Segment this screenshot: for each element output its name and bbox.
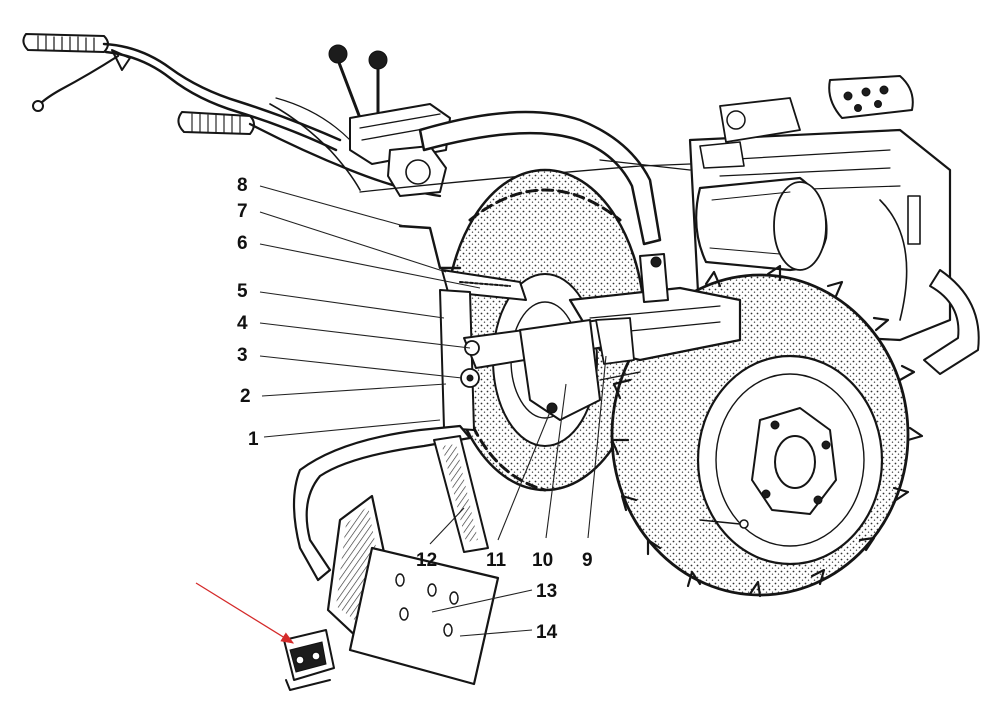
plow-assembly — [283, 424, 500, 691]
leader-11 — [497, 411, 551, 541]
clutch-lever — [32, 49, 131, 112]
leader-9 — [587, 355, 607, 539]
right-grip — [177, 111, 255, 135]
label-11: 11 — [486, 550, 507, 571]
leader-6 — [259, 243, 481, 289]
right-wheel — [610, 264, 924, 598]
air-filter — [828, 75, 914, 119]
fuel-tank — [695, 176, 828, 272]
leader-4 — [259, 322, 471, 349]
label-7: 7 — [237, 201, 248, 222]
frame-tube — [359, 110, 691, 246]
label-9: 9 — [582, 550, 593, 571]
label-12: 12 — [416, 550, 437, 571]
leader-14 — [459, 629, 533, 637]
wheel-hub — [751, 407, 837, 515]
label-4: 4 — [237, 313, 248, 334]
pointer-arrow — [195, 582, 295, 644]
leader-1 — [263, 419, 441, 438]
label-13: 13 — [536, 581, 557, 602]
leader-lines — [259, 185, 607, 637]
label-6: 6 — [237, 233, 248, 254]
leader-5 — [259, 291, 445, 319]
label-10: 10 — [532, 550, 553, 571]
part-labels: 8 7 6 5 4 3 2 1 12 11 10 9 13 14 — [237, 175, 593, 643]
leader-12 — [429, 507, 465, 545]
label-1: 1 — [248, 429, 259, 450]
carburetor — [699, 97, 801, 169]
label-8: 8 — [237, 175, 248, 196]
label-3: 3 — [237, 345, 248, 366]
label-2: 2 — [240, 386, 251, 407]
leader-8 — [259, 185, 405, 227]
hitch-bracket — [398, 224, 641, 431]
skid-clamp — [283, 629, 335, 691]
exhaust-pipe — [923, 269, 980, 375]
label-14: 14 — [536, 622, 558, 643]
leader-2 — [261, 383, 447, 397]
leader-7 — [259, 211, 447, 273]
label-5: 5 — [237, 281, 248, 302]
left-grip — [22, 33, 109, 53]
leader-10 — [545, 383, 567, 539]
leader-13 — [431, 589, 533, 613]
control-levers — [328, 44, 451, 197]
leader-3 — [259, 355, 463, 379]
